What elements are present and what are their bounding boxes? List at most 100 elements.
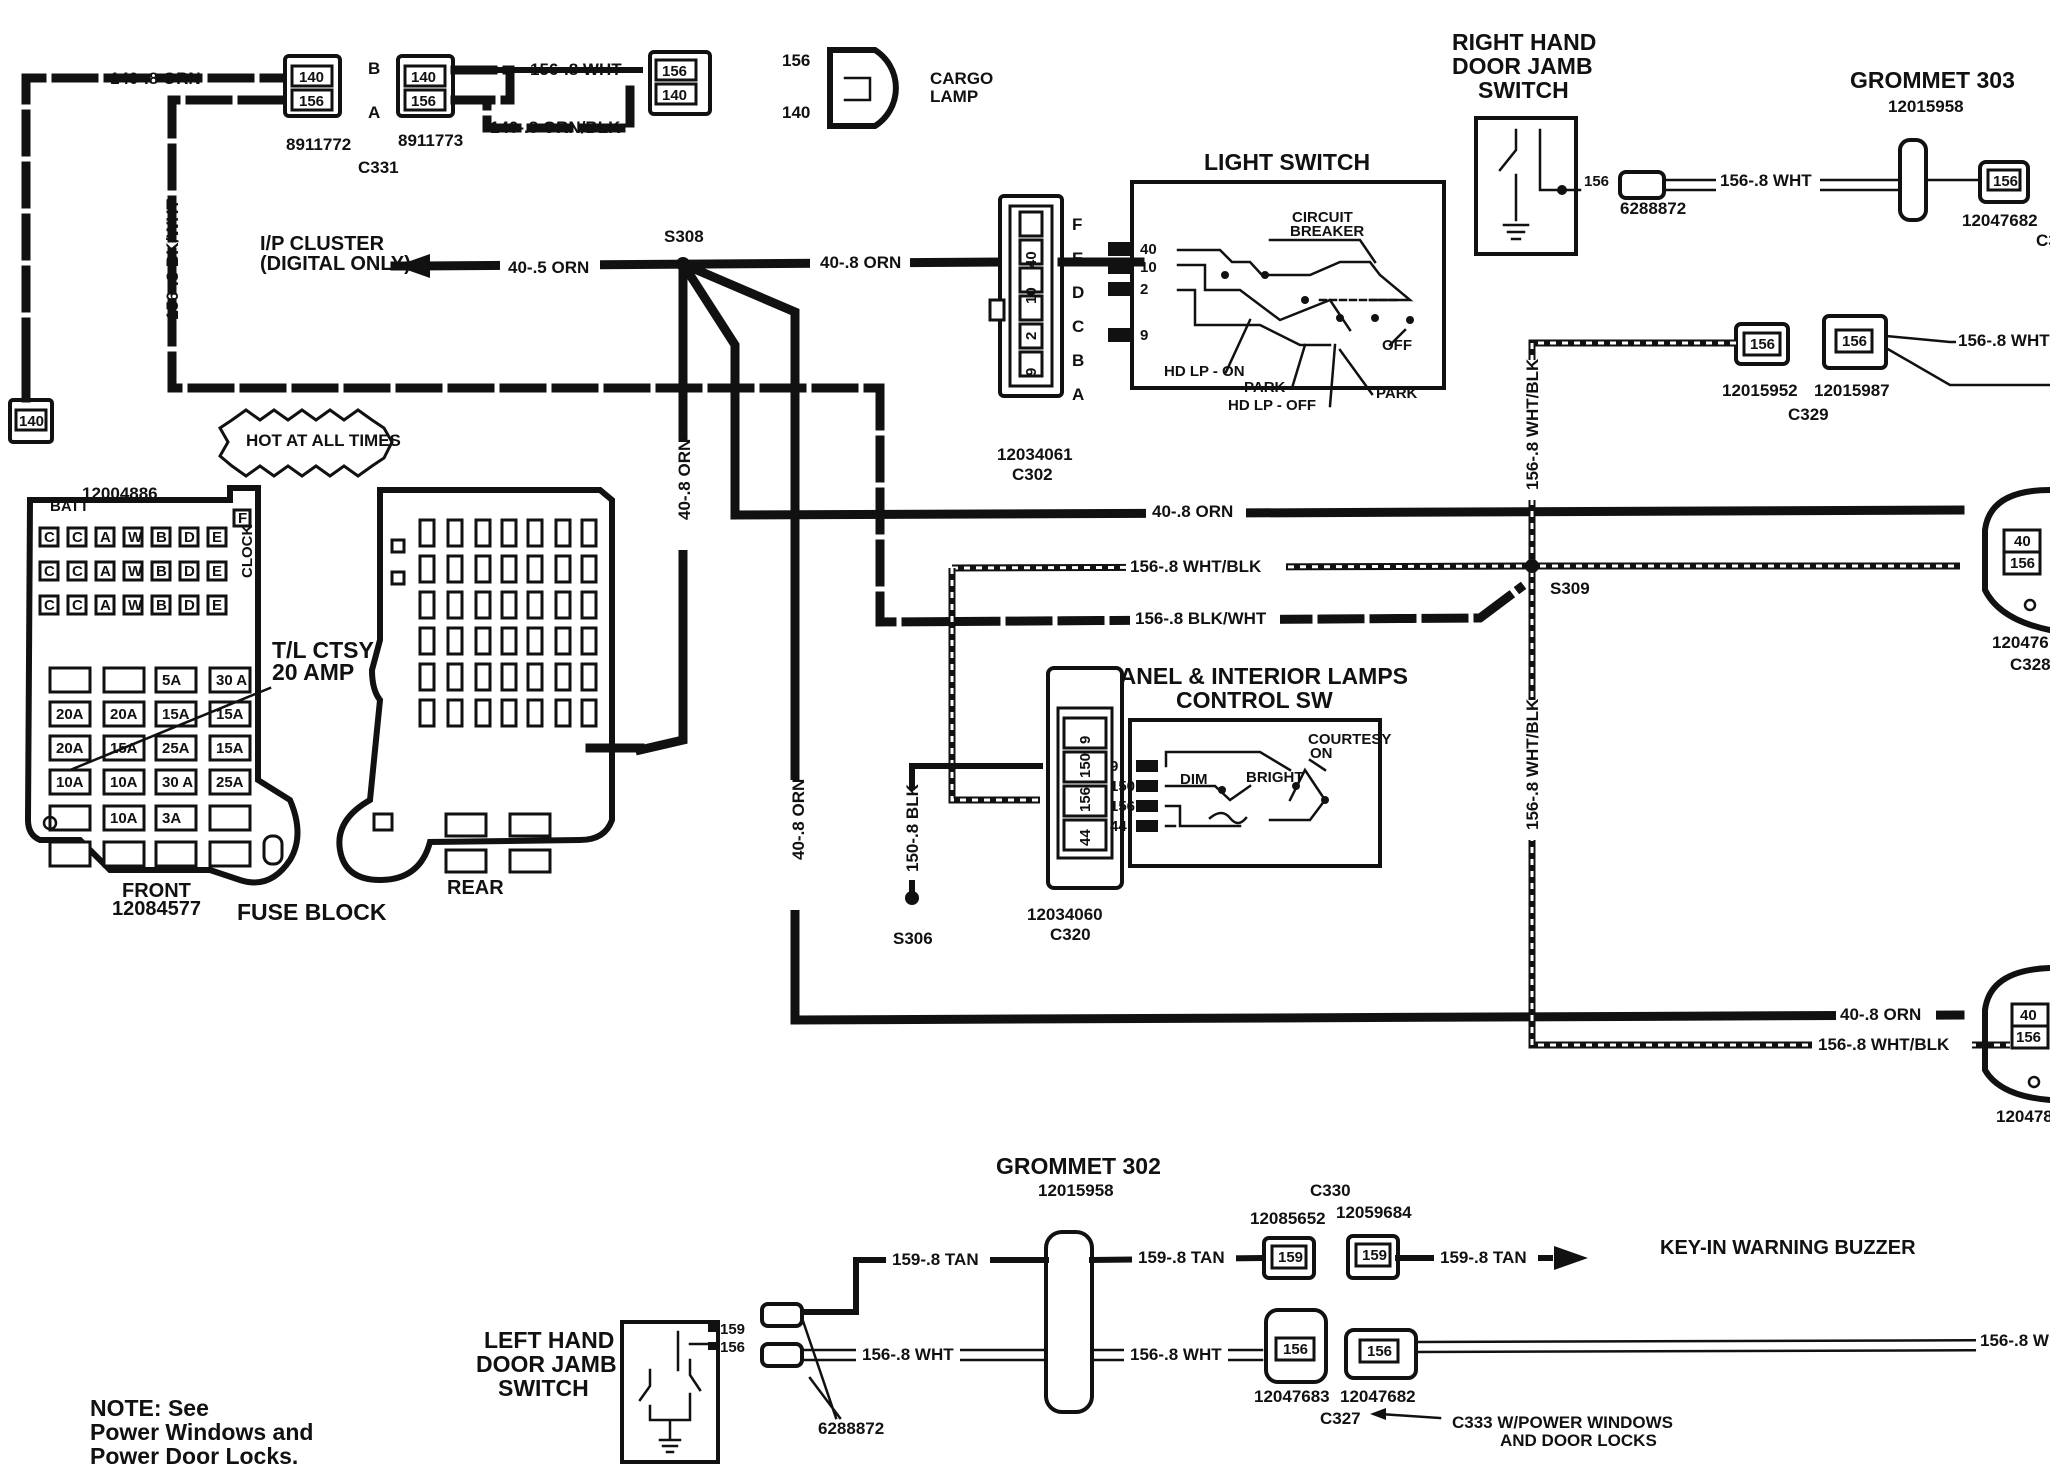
label-bg-150-blk [900, 790, 924, 880]
label-bg-40-8-bot [1836, 1004, 1936, 1026]
fuse-terminal [206, 526, 228, 548]
rear-fuse-slot [474, 626, 492, 656]
pin-140-c331a: 140 [299, 69, 324, 86]
rh-switch-contact [1498, 128, 1530, 241]
fuse-slot [48, 734, 92, 762]
rear-fuse-slot [554, 626, 572, 656]
fuse-slot [154, 804, 198, 832]
ls-contact-1 [1221, 271, 1229, 279]
connector-12047682-bot-pin [1358, 1338, 1400, 1364]
c320-label: C320 [1050, 925, 1091, 944]
fuse-value: 15A [216, 706, 244, 723]
panel-lamps-terminal [1136, 780, 1158, 792]
wire-40-orn-mid [676, 257, 1965, 520]
rear-fuse-slot [500, 554, 518, 584]
ls-contact-3 [1301, 296, 1309, 304]
rear-fuse-slot [418, 626, 436, 656]
c331-area: 140-.8 ORN 140 12004886 140 156 B A 140 … [8, 47, 993, 503]
ls-contact-6 [1406, 316, 1414, 324]
rear-fuse-slot [418, 590, 436, 620]
fuse-slot [102, 700, 146, 728]
c328-label: C328 [2010, 655, 2050, 674]
fuse-value: 30 A [216, 672, 247, 689]
fuse-slot [208, 768, 252, 796]
fuse-slot [102, 804, 146, 832]
c320-cell [1062, 716, 1108, 750]
fuse-slot [154, 840, 198, 868]
fuse-value: 15A [216, 740, 244, 757]
fuse-terminal [150, 594, 172, 616]
fuse-clock-label: CLOCK [239, 525, 256, 578]
c302-label: C302 [1012, 465, 1053, 484]
c327-label: C327 [1320, 1409, 1361, 1428]
rear-fuse-slot [580, 518, 598, 548]
grommet-302-symbol [1044, 1230, 1094, 1414]
rear-fuse-cells [372, 518, 645, 874]
front-label: FRONT [122, 880, 191, 902]
part-bottom-right: 120478 [1996, 1107, 2050, 1126]
rear-fuse-slot [554, 590, 572, 620]
label-159-tan-2: 159-.8 TAN [1138, 1248, 1225, 1267]
c320-pin: 156 [1077, 787, 1094, 812]
rear-fuse-slot [526, 698, 544, 728]
fuse-terminal [122, 594, 144, 616]
c302-cell [1018, 322, 1044, 350]
connector-8911773-pin2 [403, 88, 447, 112]
fuse-terminal-letter: C [72, 597, 83, 614]
cargo-lamp-symbol [827, 47, 899, 129]
rear-relay-slot [444, 848, 488, 874]
fuse-slot [208, 666, 252, 694]
label-bg-156-wht-rh [1716, 170, 1820, 192]
rear-relay-slot [444, 812, 488, 838]
pin-140-top: 140 [662, 87, 687, 104]
c320-pin: 44 [1077, 829, 1094, 846]
rear-relay-slot [508, 812, 552, 838]
connector-bottom-right-pin2 [2010, 1024, 2050, 1050]
connector-c328-pin2 [2002, 550, 2042, 576]
cargo-lamp-label-1: CARGO [930, 69, 993, 88]
panel-lamps-terminal [1136, 760, 1158, 772]
label-bg-156-wht-c329 [1956, 330, 2050, 352]
connector-12015952-pin [1742, 331, 1782, 357]
lh-switch-leads [676, 1330, 712, 1372]
rear-fuse-slot [500, 590, 518, 620]
label-156-blk-wht: 156-.8 BLK/WHT [1135, 609, 1267, 628]
rh-door-jamb-1: RIGHT HAND [1452, 29, 1596, 55]
rear-fuse-slot [474, 590, 492, 620]
rear-relay-slot [508, 848, 552, 874]
pin-159b: 159 [1362, 1247, 1387, 1264]
tl-ctsy-pointer [68, 686, 272, 772]
fuse-terminal-letter: E [212, 597, 222, 614]
fuse-terminal [94, 526, 116, 548]
wire-156-wht-blk-bus-stripe [1530, 341, 2010, 1047]
light-switch-terminal [1108, 282, 1130, 296]
rear-fuse-slot [580, 590, 598, 620]
label-156-wht-b3: 156-.8 WH [1980, 1331, 2050, 1350]
label-bg-40-8-v2 [785, 780, 809, 910]
light-switch-terminal [1108, 328, 1130, 342]
label-bg-40-8-top [810, 252, 910, 274]
wire-40-orn-to-fuse [634, 259, 688, 756]
bottom-right-area: 40-.8 ORN 156-.8 WHT/BLK 40 156 120478 [1812, 964, 2050, 1126]
fuse-terminal-letter: A [100, 563, 111, 580]
connector-8911772-pin2 [290, 88, 334, 112]
s308-area: I/P CLUSTER (DIGITAL ONLY) 40-.5 ORN S30… [260, 227, 1965, 1025]
wire-156-wht-blk-to-c320-stripe [950, 568, 1040, 802]
rear-label: REAR [447, 877, 504, 899]
panel-lamps-pin-label: 156 [1110, 798, 1135, 815]
grommet-303-symbol [1898, 138, 1928, 222]
rear-fuse-slot [580, 554, 598, 584]
c302-pin: 10 [1023, 287, 1040, 304]
rear-terminal [390, 570, 406, 586]
label-156-wht-rh: 156-.8 WHT [1720, 171, 1812, 190]
light-switch-circuit-d [1268, 238, 1377, 264]
splice-s306 [905, 891, 919, 905]
label-bg-156-blk-wht [1130, 608, 1280, 630]
fuse-slot [208, 840, 252, 868]
fuse-terminal [178, 560, 200, 582]
fuse-terminal [94, 594, 116, 616]
lh-pin-159: 159 [720, 1321, 745, 1338]
light-switch-pin-label: 40 [1140, 241, 1157, 258]
c302-pin: 40 [1023, 251, 1040, 268]
rear-fuse-slot [526, 626, 544, 656]
